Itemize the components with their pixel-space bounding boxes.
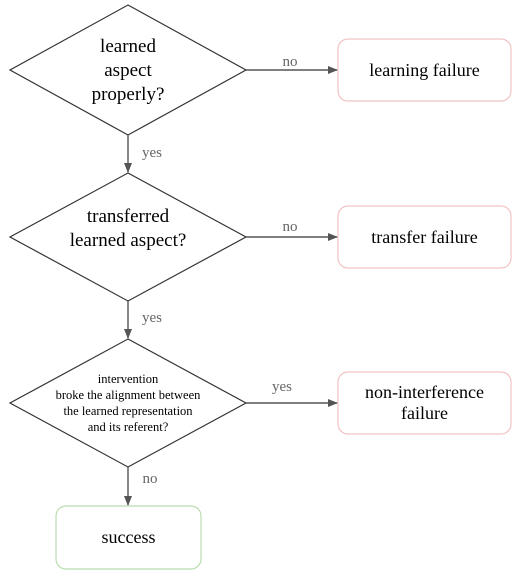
- success-label: success: [101, 527, 156, 547]
- decision-transferred-label: transferred learned aspect?: [69, 206, 187, 251]
- non-interference-failure-label: non-interference failure: [365, 382, 484, 423]
- transfer-failure-label: transfer failure: [371, 226, 478, 247]
- decision-learned-aspect-label: learned aspect properly?: [91, 36, 165, 105]
- edge-q1-yes-label: yes: [142, 145, 162, 161]
- learning-failure-box: [337, 38, 512, 102]
- success-box: [55, 505, 202, 570]
- transfer-failure-box: [337, 205, 512, 269]
- edge-q3-no-label: no: [142, 471, 158, 487]
- edge-q3-yes-label: yes: [272, 379, 292, 395]
- learning-failure-label: learning failure: [369, 59, 480, 80]
- edge-q2-no-label: no: [282, 219, 298, 235]
- non-interference-failure-box: [337, 371, 512, 435]
- edge-q1-no-label: no: [282, 54, 298, 70]
- decision-intervention-label: intervention broke the alignment between…: [55, 372, 201, 434]
- edge-q2-yes-label: yes: [142, 310, 162, 326]
